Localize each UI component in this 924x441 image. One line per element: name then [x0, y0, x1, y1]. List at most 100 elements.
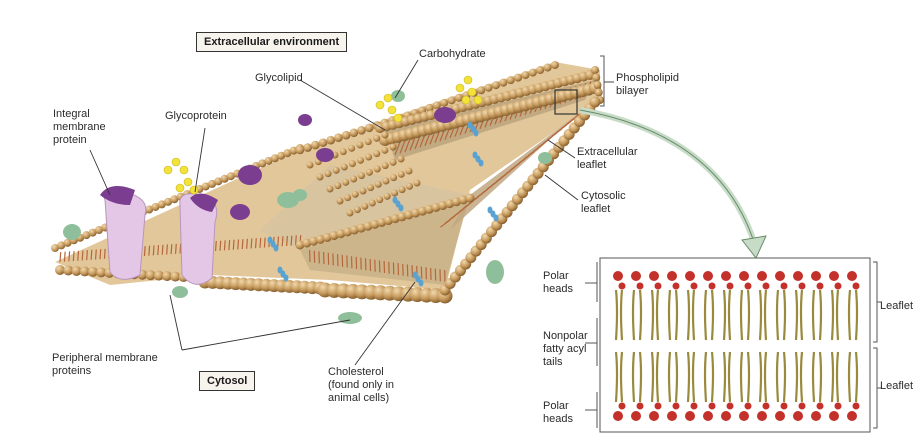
phospholipid-head: [507, 76, 515, 84]
label-glycolipid: Glycolipid: [255, 72, 303, 85]
phospholipid-head: [333, 167, 340, 174]
phospholipid-head: [325, 170, 332, 177]
phospholipid-head: [591, 66, 599, 74]
fatty-tail: [238, 239, 239, 249]
bilayer-inset: [555, 90, 877, 432]
fatty-tail: [291, 236, 292, 246]
phospholipid-head: [390, 144, 397, 151]
inset-fatty-tail: [669, 352, 670, 402]
cholesterol: [284, 275, 289, 282]
phospholipid-head: [440, 99, 448, 107]
cholesterol: [494, 215, 499, 222]
leader-line: [395, 60, 418, 98]
inset-fatty-tail: [849, 352, 850, 402]
phospholipid-head: [529, 69, 537, 77]
fatty-tail: [247, 239, 248, 249]
inset-fatty-tail: [856, 352, 857, 402]
phospholipid-head: [348, 145, 355, 152]
leader-line: [182, 320, 350, 350]
inset-fatty-tail: [820, 290, 821, 340]
phospholipid-head: [499, 79, 507, 87]
phospholipid-head: [334, 133, 343, 142]
carbohydrate-bead: [464, 76, 472, 84]
peripheral-membrane-protein: [293, 189, 307, 201]
inset-polar-head: [709, 283, 716, 290]
carbohydrate-bead: [462, 96, 470, 104]
phospholipid-head: [382, 162, 389, 169]
phospholipid-head: [390, 159, 397, 166]
phospholipid-head: [361, 203, 368, 210]
carbohydrate-bead: [184, 178, 192, 186]
integral-membrane-protein: [104, 192, 146, 280]
inset-fatty-tail: [705, 290, 706, 340]
inset-polar-head: [853, 403, 860, 410]
inset-fatty-tail: [712, 352, 713, 402]
inset-polar-head: [775, 271, 785, 281]
carbohydrate-bead: [388, 106, 396, 114]
label-polar-heads-bottom: Polar heads: [543, 400, 573, 426]
label-carbohydrate: Carbohydrate: [419, 48, 486, 61]
leader-line: [90, 150, 110, 195]
inset-fatty-tail: [616, 352, 617, 402]
fatty-tail: [287, 236, 288, 246]
fatty-tail: [242, 239, 243, 249]
fatty-tail: [256, 238, 257, 248]
phospholipid-head: [485, 84, 493, 92]
inset-polar-head: [691, 403, 698, 410]
phospholipid-head: [311, 141, 320, 150]
inset-polar-head: [739, 271, 749, 281]
fatty-tail: [171, 244, 172, 254]
leaflet-bracket-top: [873, 262, 877, 342]
fatty-tail: [104, 249, 105, 259]
inset-polar-head: [673, 403, 680, 410]
phospholipid-head: [347, 210, 354, 217]
inset-fatty-tail: [801, 290, 802, 340]
phospholipid-head: [590, 97, 601, 108]
phospholipid-head: [337, 198, 344, 205]
phospholipid-head: [327, 186, 334, 193]
fatty-tail: [224, 240, 225, 250]
peripheral-membrane-protein: [338, 312, 362, 324]
phospholipid-head: [514, 74, 522, 82]
fatty-tail: [220, 241, 221, 251]
fatty-tail: [64, 252, 65, 262]
phospholipid-head: [340, 148, 347, 155]
fatty-tail: [60, 252, 61, 262]
phospholipid-head: [383, 178, 390, 185]
inset-polar-head: [763, 403, 770, 410]
label-extracellular-environment: Extracellular environment: [196, 32, 347, 52]
inset-polar-head: [631, 271, 641, 281]
phospholipid-head: [357, 142, 364, 149]
fatty-tail: [87, 250, 88, 260]
inset-fatty-tail: [777, 352, 778, 402]
label-nonpolar-tails: Nonpolar fatty acyl tails: [543, 330, 588, 369]
fade-overlay: [0, 0, 60, 436]
fatty-tail: [233, 240, 234, 250]
inset-polar-head: [619, 403, 626, 410]
inset-polar-head: [703, 411, 713, 421]
phospholipid-head: [399, 186, 406, 193]
label-cytosolic-leaflet: Cytosolic leaflet: [581, 190, 626, 216]
inset-fatty-tail: [633, 352, 634, 402]
phospholipid-head: [357, 126, 366, 135]
inset-polar-head: [757, 411, 767, 421]
phospholipid-head: [357, 157, 364, 164]
inset-fatty-tail: [640, 352, 641, 402]
fatty-tail: [282, 236, 283, 246]
inset-fatty-tail: [813, 290, 814, 340]
fatty-tail: [69, 251, 70, 261]
leaflet-bracket-bottom: [873, 348, 877, 428]
phospholipid-head: [365, 124, 374, 133]
phospholipid-head: [360, 188, 367, 195]
inset-fatty-tail: [832, 352, 833, 402]
label-glycoprotein: Glycoprotein: [165, 110, 227, 123]
inset-fatty-tail: [657, 352, 658, 402]
inset-polar-head: [829, 411, 839, 421]
inset-polar-head: [763, 283, 770, 290]
phospholipid-head: [406, 183, 413, 190]
carbohydrate-bead: [164, 166, 172, 174]
inset-fatty-tail: [688, 352, 689, 402]
phospholipid-head: [303, 143, 312, 152]
phospholipid-head: [369, 200, 376, 207]
inset-polar-head: [631, 411, 641, 421]
